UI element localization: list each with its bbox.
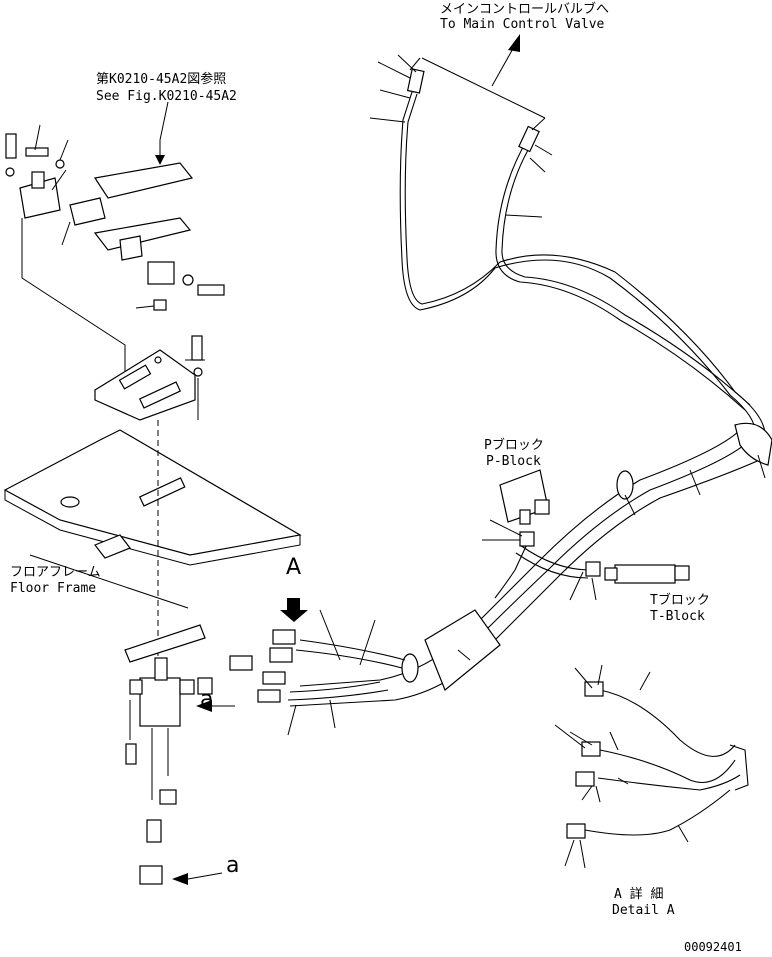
to-main-valve-jp-label: メインコントロールバルブへ bbox=[440, 2, 610, 17]
drawing-number: 00092401 bbox=[684, 940, 742, 954]
view-a-label: A bbox=[286, 555, 302, 580]
see-fig-jp-label: 第K0210-45A2図参照 bbox=[96, 72, 227, 87]
detail-a-en-label: Detail A bbox=[612, 903, 675, 918]
pedal-valve-assembly bbox=[124, 420, 308, 885]
t-block-jp-label: Tブロック bbox=[650, 593, 710, 608]
p-block-part bbox=[482, 469, 550, 547]
floor-frame bbox=[3, 429, 302, 609]
detail-a-view bbox=[554, 664, 749, 869]
p-block-jp-label: Pブロック bbox=[484, 438, 544, 453]
pedal-assembly bbox=[5, 101, 225, 421]
see-fig-en-label: See Fig.K0210-45A2 bbox=[96, 89, 237, 104]
hose-bundle bbox=[257, 422, 772, 736]
t-block-part bbox=[604, 564, 690, 584]
detail-a-jp-label: A 詳 細 bbox=[614, 887, 664, 902]
ref-a-upper-label: a bbox=[200, 687, 214, 712]
floor-frame-en-label: Floor Frame bbox=[10, 581, 97, 596]
to-main-valve-en-label: To Main Control Valve bbox=[440, 17, 605, 32]
upper-hoses bbox=[369, 34, 766, 441]
floor-frame-jp-label: フロアフレーム bbox=[10, 565, 101, 580]
ref-a-lower-label: a bbox=[226, 853, 240, 878]
p-block-en-label: P-Block bbox=[486, 454, 541, 469]
t-block-en-label: T-Block bbox=[650, 609, 705, 624]
